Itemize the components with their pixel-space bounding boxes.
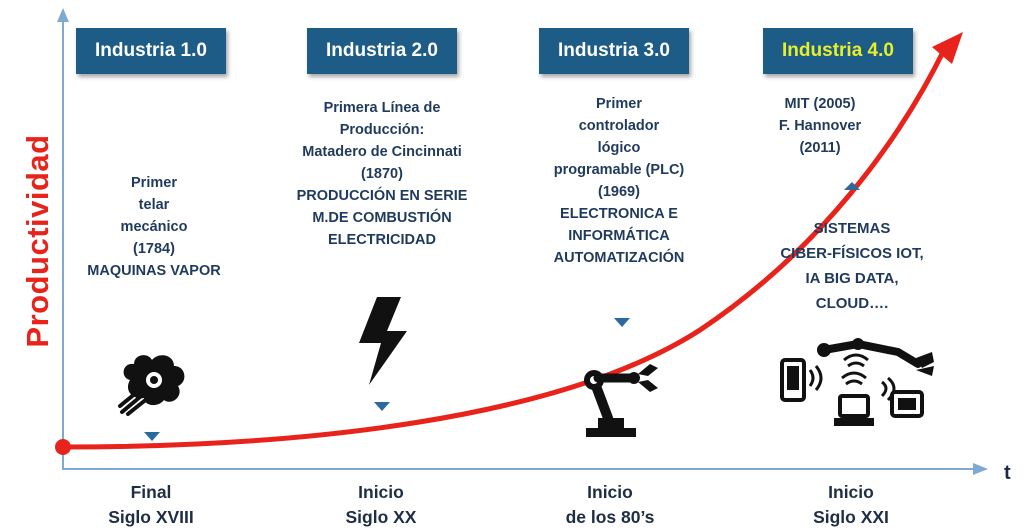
lightning-bolt-icon	[359, 297, 407, 385]
era-description-4-top: MIT (2005) F. Hannover (2011)	[778, 96, 862, 156]
curve-origin-dot	[55, 439, 71, 455]
marker-era-3	[614, 318, 630, 327]
era-period-2: Inicio Siglo XX	[345, 482, 417, 527]
era-title-4: Industria 4.0	[763, 28, 913, 74]
era-title-2: Industria 2.0	[307, 28, 457, 74]
y-axis	[57, 8, 69, 470]
era-description-1: Primer telar mecánico (1784) MAQUINAS VA…	[87, 175, 221, 279]
era-period-3: Inicio de los 80’s	[565, 482, 655, 527]
marker-era-2	[374, 402, 390, 411]
marker-era-1	[144, 432, 160, 441]
era-period-1: Final Siglo XVIII	[108, 482, 194, 527]
era-title-1: Industria 1.0	[76, 28, 226, 74]
productivity-curve	[55, 32, 963, 455]
era-title-3: Industria 3.0	[539, 28, 689, 74]
era-description-2: Primera Línea de Producción: Matadero de…	[296, 100, 468, 248]
x-axis	[63, 463, 988, 475]
industrial-robot-arm-icon	[584, 364, 658, 437]
era-description-3: Primer controlador lógico programable (P…	[553, 96, 685, 266]
connected-devices-robot-icon	[780, 338, 934, 426]
era-description-4: SISTEMAS CIBER-FÍSICOS IOT, IA BIG DATA,…	[780, 220, 924, 312]
marker-era-4	[844, 182, 860, 190]
steam-engine-icon	[118, 355, 185, 416]
x-axis-label: t	[1004, 462, 1011, 484]
curve-arrowhead	[932, 32, 963, 64]
era-period-4: Inicio Siglo XXI	[813, 482, 889, 527]
